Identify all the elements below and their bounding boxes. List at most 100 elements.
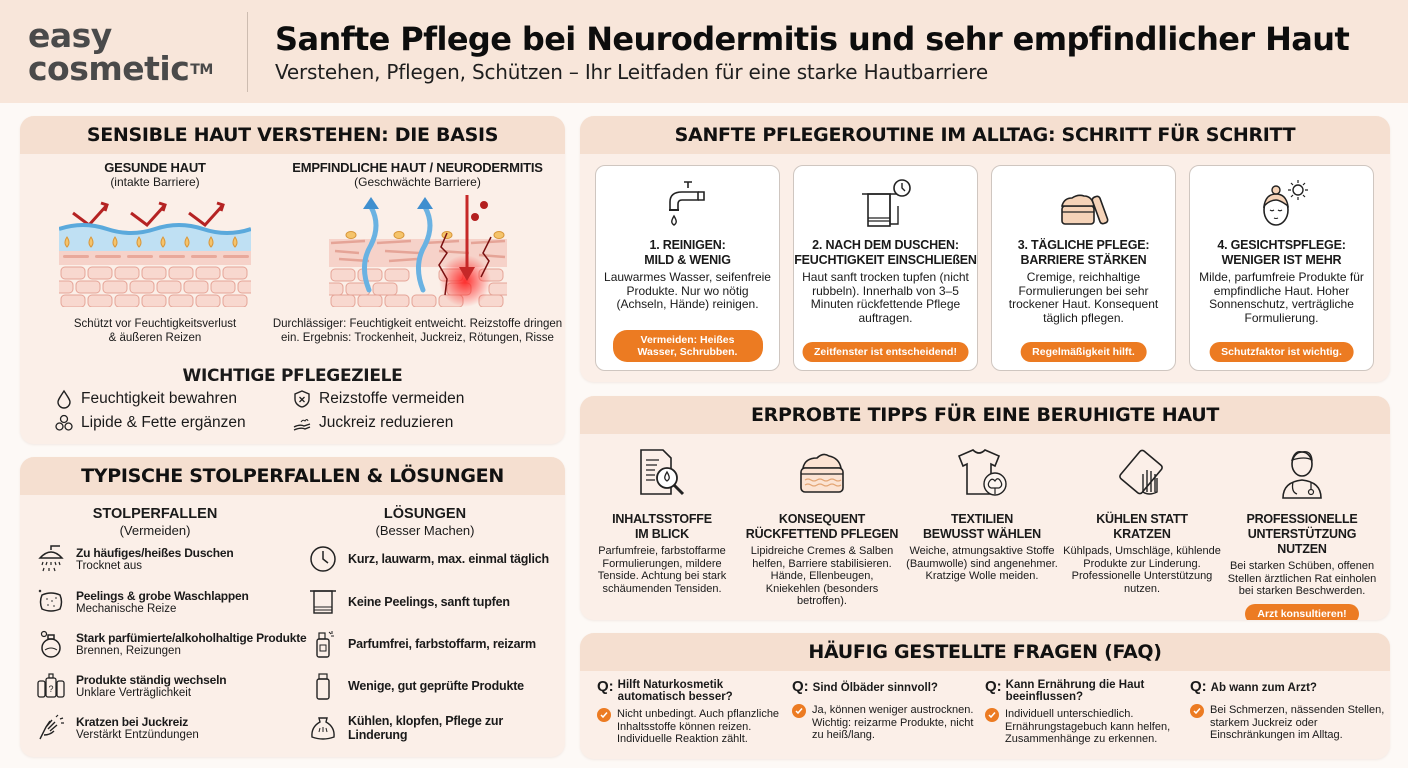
goal-item: Reizstoffe vermeiden	[292, 389, 464, 409]
faq-item: Q:Kann Ernährung die Haut beeinflussen? …	[985, 679, 1180, 746]
cooling-pack-icon	[311, 717, 335, 740]
pitfall-item: Stark parfümierte/alkoholhaltige Produkt…	[36, 629, 307, 659]
faq-answer: Ja, können weniger austrocknen. Wichtig:…	[812, 704, 974, 741]
faq-question: Sind Ölbäder sinnvoll?	[812, 682, 938, 694]
page-header: easy cosmeticTM Sanfte Pflege bei Neurod…	[0, 0, 1408, 103]
step-tip-badge: Zeitfenster ist entscheidend!	[802, 342, 969, 362]
step-title: 3. TÄGLICHE PFLEGE:BARRIERE STÄRKEN	[1017, 238, 1150, 267]
check-icon	[792, 704, 806, 718]
logo-line-1: easy	[28, 15, 112, 55]
shield-x-icon	[294, 390, 310, 408]
svg-text:?: ?	[48, 684, 53, 694]
routine-step-card: 2. NACH DEM DUSCHEN:FEUCHTIGKEIT EINSCHL…	[793, 165, 978, 371]
question-label: Q:	[985, 678, 1002, 695]
solution-item: Kurz, lauwarm, max. einmal täglich	[308, 544, 549, 574]
solution-item: Kühlen, klopfen, Pflege zur Linderung	[308, 713, 565, 743]
routine-step-card: 1. REINIGEN:MILD & WENIG Lauwarmes Wasse…	[595, 165, 780, 371]
ingredients-magnifier-icon	[640, 449, 685, 496]
solution-item: Parfumfrei, farbstoffarm, reizarm	[308, 629, 536, 659]
panel-care-routine: SANFTE PFLEGEROUTINE IM ALLTAG: SCHRITT …	[580, 116, 1390, 382]
step-description: Lauwarmes Wasser, seifenfreie Produkte. …	[604, 270, 771, 311]
panel-heading: SANFTE PFLEGEROUTINE IM ALLTAG: SCHRITT …	[580, 116, 1390, 154]
check-icon	[985, 708, 999, 722]
spray-bottle-icon	[316, 631, 334, 658]
goal-item: Lipide & Fette ergänzen	[54, 413, 246, 433]
healthy-skin-illustration	[59, 201, 251, 307]
solutions-column-heading: LÖSUNGEN (Besser Machen)	[375, 506, 475, 538]
check-icon	[597, 708, 611, 722]
question-label: Q:	[792, 678, 809, 695]
check-icon	[1190, 704, 1204, 718]
panel-heading: TYPISCHE STOLPERFALLEN & LÖSUNGEN	[20, 457, 565, 495]
tip-description: Lipidreiche Cremes & Salben helfen, Barr…	[750, 545, 894, 607]
step-title: 2. NACH DEM DUSCHEN:FEUCHTIGKEIT EINSCHL…	[794, 238, 977, 267]
faq-question: Kann Ernährung die Haut beeinflussen?	[1005, 679, 1145, 703]
panel-heading: SENSIBLE HAUT VERSTEHEN: DIE BASIS	[20, 116, 565, 154]
healthy-skin-title: GESUNDE HAUT	[104, 160, 206, 175]
lipid-bubbles-icon	[55, 414, 73, 431]
goal-item: Feuchtigkeit bewahren	[54, 389, 237, 409]
damaged-skin-illustration	[328, 195, 507, 307]
solution-item: Keine Peelings, sanft tupfen	[308, 587, 510, 617]
clock-icon	[310, 546, 336, 572]
step-tip-badge: Schutzfaktor ist wichtig.	[1209, 342, 1354, 362]
tip-description: Bei starken Schüben, offenen Stellen ärz…	[1227, 560, 1377, 597]
healthy-skin-column: GESUNDE HAUT (intakte Barriere)	[40, 160, 270, 345]
routine-step-card: 4. GESICHTSPFLEGE:WENIGER IST MEHR Milde…	[1189, 165, 1374, 371]
droplet-icon	[57, 389, 71, 409]
cream-jar-icon	[800, 453, 844, 493]
bottles-question-icon: ?	[37, 673, 65, 698]
faq-item: Q:Hilft Naturkosmetik automatisch besser…	[597, 679, 792, 746]
routine-step-card: 3. TÄGLICHE PFLEGE:BARRIERE STÄRKEN Crem…	[991, 165, 1176, 371]
bottle-icon	[316, 673, 330, 700]
step-description: Cremige, reichhaltige Formulierungen bei…	[1008, 270, 1159, 325]
panel-heading: ERPROBTE TIPPS FÜR EINE BERUHIGTE HAUT	[580, 396, 1390, 434]
panel-faq: HÄUFIG GESTELLTE FRAGEN (FAQ) Q:Hilft Na…	[580, 633, 1390, 759]
healthy-skin-subtitle: (intakte Barriere)	[110, 175, 200, 189]
care-goals-heading: WICHTIGE PFLEGEZIELE	[182, 366, 403, 386]
faq-question: Hilft Naturkosmetik automatisch besser?	[617, 679, 733, 703]
logo-trademark: TM	[190, 61, 213, 78]
panel-proven-tips: ERPROBTE TIPPS FÜR EINE BERUHIGTE HAUT I…	[580, 396, 1390, 620]
page-title: Sanfte Pflege bei Neurodermitis und sehr…	[275, 19, 1350, 58]
shower-icon	[38, 545, 64, 572]
faq-answer: Individuell unterschiedlich. Ernährungst…	[1005, 708, 1171, 745]
logo-line-2: cosmetic	[28, 48, 190, 88]
pitfalls-column-heading: STOLPERFALLEN (Besser Machen) (Vermeiden…	[92, 506, 218, 538]
faq-item: Q:Ab wann zum Arzt? Bei Schmerzen, nässe…	[1190, 679, 1385, 742]
tip-description: Parfumfreie, farbstoffarme Formulierunge…	[597, 545, 727, 595]
cooling-pad-hand-icon	[1119, 449, 1163, 495]
goal-item: Juckreiz reduzieren	[292, 413, 453, 433]
tip-description: Weiche, atmungsaktive Stoffe (Baumwolle)…	[906, 545, 1058, 582]
doctor-icon	[1282, 451, 1322, 499]
faq-answer: Bei Schmerzen, nässenden Stellen, starke…	[1210, 704, 1385, 741]
sensitive-skin-column: EMPFINDLICHE HAUT / NEURODERMITIS (Gesch…	[270, 160, 565, 345]
perfume-bottle-icon	[40, 630, 61, 658]
header-divider	[247, 11, 248, 92]
scratching-hand-icon	[39, 714, 64, 740]
faq-item: Q:Sind Ölbäder sinnvoll? Ja, können weni…	[792, 679, 987, 742]
question-label: Q:	[1190, 678, 1207, 695]
soothing-hand-icon	[293, 419, 311, 431]
solution-item: Wenige, gut geprüfte Produkte	[308, 671, 524, 701]
face-sun-icon	[1262, 180, 1308, 226]
faucet-icon	[668, 181, 705, 226]
tip-description: Kühlpads, Umschläge, kühlende Produkte z…	[1063, 545, 1221, 595]
sensitive-skin-caption: Durchlässiger: Feuchtigkeit entweicht. R…	[272, 318, 563, 344]
sensitive-skin-subtitle: (Geschwächte Barriere)	[354, 175, 481, 189]
faq-question: Ab wann zum Arzt?	[1210, 682, 1317, 694]
question-label: Q:	[597, 678, 614, 695]
cream-jar-icon	[1060, 194, 1109, 225]
